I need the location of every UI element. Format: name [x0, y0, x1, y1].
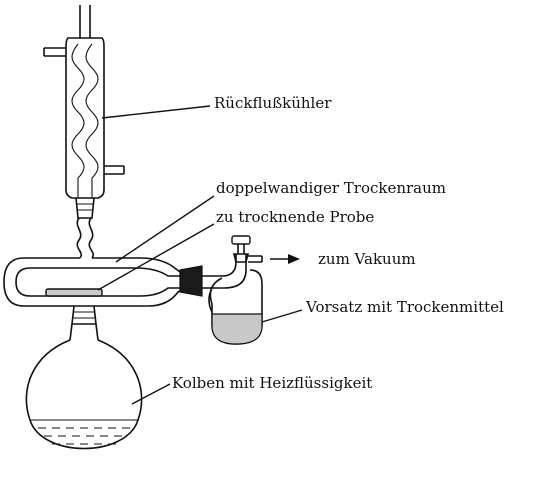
label-chamber: doppelwandiger Trockenraum [216, 179, 446, 197]
heating-liquid [38, 427, 130, 445]
stopcock [231, 235, 251, 245]
reflux-condenser [43, 5, 125, 259]
double-walled-chamber [3, 257, 212, 307]
round-bottom-flask [25, 339, 143, 450]
label-flask: Kolben mit Heizflüssigkeit [172, 374, 372, 392]
rubber-stopper [179, 265, 203, 297]
drying-agent [211, 313, 263, 345]
label-trap: Vorsatz mit Trockenmittel [305, 298, 504, 316]
sample-tray [45, 288, 103, 297]
label-condenser: Rückflußkühler [214, 94, 332, 112]
label-sample: zu trocknende Probe [216, 208, 374, 226]
leader-lines [97, 105, 303, 405]
drying-trap [208, 235, 263, 345]
label-vacuum: zum Vakuum [318, 250, 416, 268]
flask-joint [69, 305, 99, 341]
vacuum-arrow [270, 254, 300, 264]
